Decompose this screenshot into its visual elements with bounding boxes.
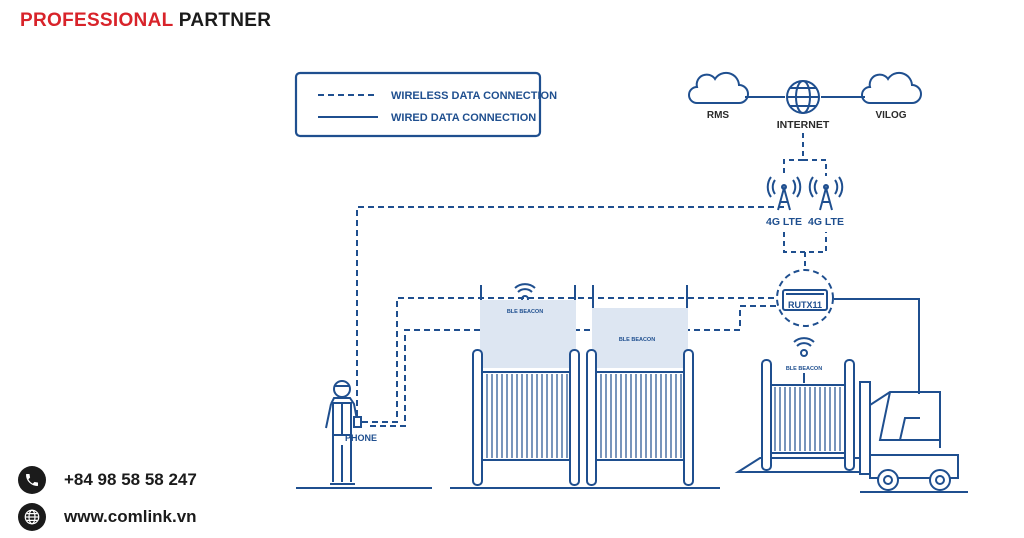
contact-website: www.comlink.vn bbox=[18, 503, 197, 531]
forklift-icon bbox=[734, 359, 959, 491]
brand-title-dark: PARTNER bbox=[178, 10, 272, 31]
worker-icon bbox=[325, 380, 362, 485]
legend bbox=[294, 71, 542, 138]
legend-wired-label: WIRED DATA CONNECTION bbox=[391, 112, 536, 124]
phone-icon bbox=[18, 466, 46, 494]
wifi-icon-beacon-1 bbox=[514, 283, 536, 303]
vilog-cloud-icon bbox=[861, 71, 922, 104]
antenna-icon-left bbox=[766, 176, 802, 211]
cable-reel-icon-1 bbox=[472, 285, 580, 486]
cable-reel-icon-2 bbox=[586, 285, 694, 486]
rms-cloud-icon bbox=[688, 71, 749, 104]
rms-label: RMS bbox=[707, 110, 730, 121]
brand-title: PROFESSIONAL PARTNER bbox=[20, 10, 271, 32]
web-icon bbox=[18, 503, 46, 531]
globe-icon bbox=[786, 80, 820, 114]
beacon-2-label: BLE BEACON bbox=[619, 337, 655, 343]
wifi-icon-beacon-3 bbox=[793, 337, 815, 357]
internet-label: INTERNET bbox=[777, 119, 830, 131]
legend-wireless-label: WIRELESS DATA CONNECTION bbox=[391, 90, 557, 102]
website-link[interactable]: www.comlink.vn bbox=[64, 507, 197, 526]
phone-number[interactable]: +84 98 58 58 247 bbox=[64, 470, 197, 489]
lte-right-label: 4G LTE bbox=[808, 216, 844, 228]
vilog-label: VILOG bbox=[875, 110, 906, 121]
router-label: RUTX11 bbox=[788, 300, 822, 310]
phone-label: PHONE bbox=[345, 433, 377, 443]
router-icon bbox=[776, 269, 834, 327]
contact-phone: +84 98 58 58 247 bbox=[18, 466, 197, 494]
brand-title-red: PROFESSIONAL bbox=[20, 10, 174, 31]
beacon-1-label: BLE BEACON bbox=[507, 309, 543, 315]
beacon-3-label: BLE BEACON bbox=[786, 366, 822, 372]
antenna-icon-right bbox=[808, 176, 844, 211]
lte-left-label: 4G LTE bbox=[766, 216, 802, 228]
